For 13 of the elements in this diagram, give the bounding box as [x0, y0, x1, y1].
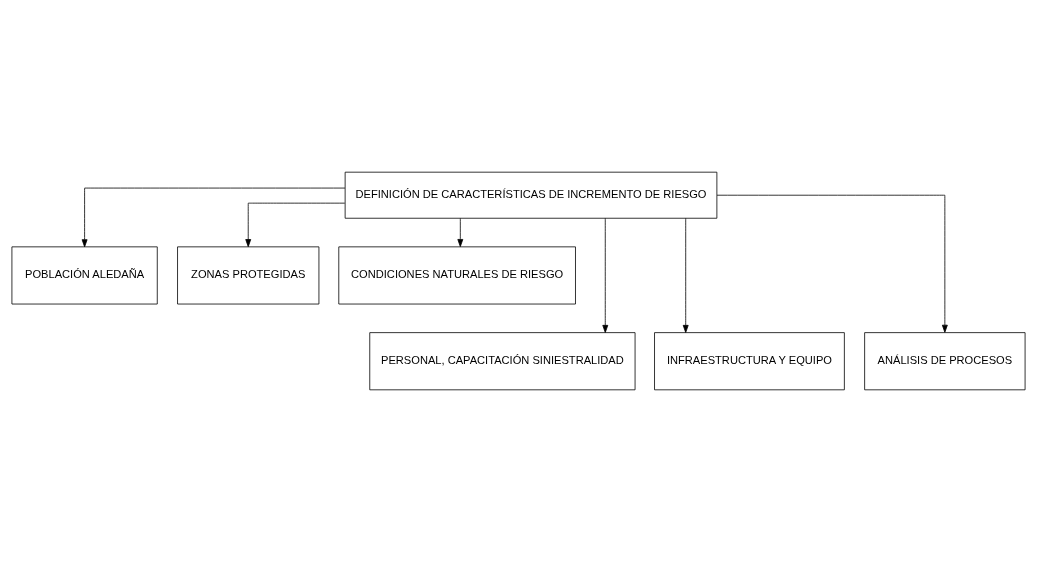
node-box: PERSONAL, CAPACITACIÓN SINIESTRALIDAD	[369, 332, 636, 391]
arrow	[245, 202, 346, 248]
arrow	[602, 217, 609, 333]
arrow	[457, 218, 464, 247]
arrow	[682, 217, 689, 333]
arrow	[716, 194, 948, 333]
arrow	[81, 187, 346, 248]
node-box: CONDICIONES NATURALES DE RIESGO	[338, 246, 576, 305]
node-box: POBLACIÓN ALEDAÑA	[11, 246, 158, 305]
node-box: INFRAESTRUCTURA Y EQUIPO	[654, 332, 845, 391]
node-box: DEFINICIÓN DE CARACTERÍSTICAS DE INCREMENTO DE RIESGO	[344, 171, 718, 219]
node-box: ANÁLISIS DE PROCESOS	[864, 332, 1026, 391]
node-box: ZONAS PROTEGIDAS	[177, 246, 320, 305]
